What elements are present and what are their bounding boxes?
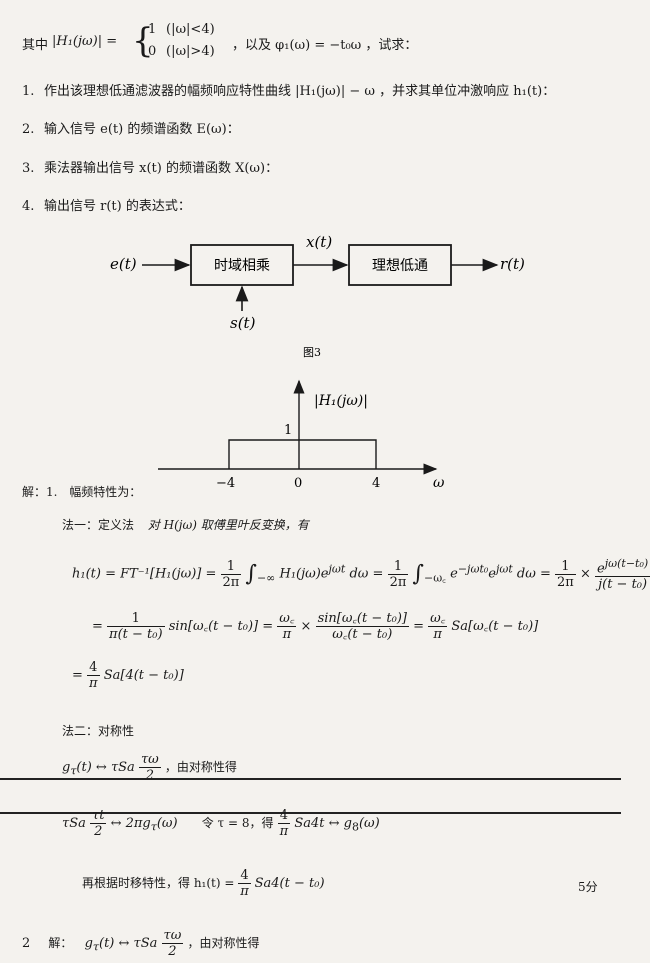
header-mag-expr: |H₁(jω)| = [52,34,118,49]
method2-heading: 法二：对称性 [62,724,135,738]
bottom-signal-label: s(t) [230,314,256,332]
output-signal-label: r(t) [500,255,525,273]
question-3: 3.乘法器输出信号 x(t) 的频谱函数 X(ω)： [22,161,279,176]
score-label: 5分 [578,880,598,894]
y-axis-label: |H₁(jω)| [314,393,368,409]
header-phase-text: ，以及 φ₁(ω) = −t₀ω ，试求： [232,38,418,53]
mid-signal-label: x(t) [306,233,332,251]
x-tick-4: 4 [372,476,380,491]
solution-intro: 解：1. 幅频特性为： [22,485,142,499]
x-tick-0: 0 [294,476,302,491]
multiplier-box-label: 时域相乘 [214,258,270,274]
x-tick-neg4: −4 [216,476,235,491]
header-brace: { [132,21,154,61]
input-signal-label: e(t) [110,255,137,273]
question-2: 2.输入信号 e(t) 的频谱函数 E(ω)： [22,122,240,137]
method1-heading: 法一：定义法 对 H(jω) 取傅里叶反变换，有 [62,518,309,532]
magnitude-plot: |H₁(jω)| 1 ω −4 0 4 [158,379,445,491]
header-case2-cond: (|ω|>4) [166,44,215,59]
y-tick-1: 1 [284,423,292,438]
block-diagram: e(t) 时域相乘 x(t) 理想低通 r(t) s(t) 图3 [110,233,525,359]
x-axis-label: ω [433,475,445,491]
header-case1-val: 1 [148,22,157,37]
lowpass-box-label: 理想低通 [372,258,428,274]
header-case2-val: 0 [148,44,157,59]
question-4: 4.输出信号 r(t) 的表达式： [22,199,191,214]
figure-caption: 图3 [303,346,321,359]
header-prefix: 其中 [22,38,49,53]
magnitude-rect [228,439,377,469]
header-case1-cond: (|ω|<4) [166,22,215,37]
question-1: 1.作出该理想低通滤波器的幅频响应特性曲线 |H₁(jω)| − ω ，并求其单… [22,84,556,99]
separator-line-1 [0,778,621,780]
separator-line-2 [0,812,621,814]
